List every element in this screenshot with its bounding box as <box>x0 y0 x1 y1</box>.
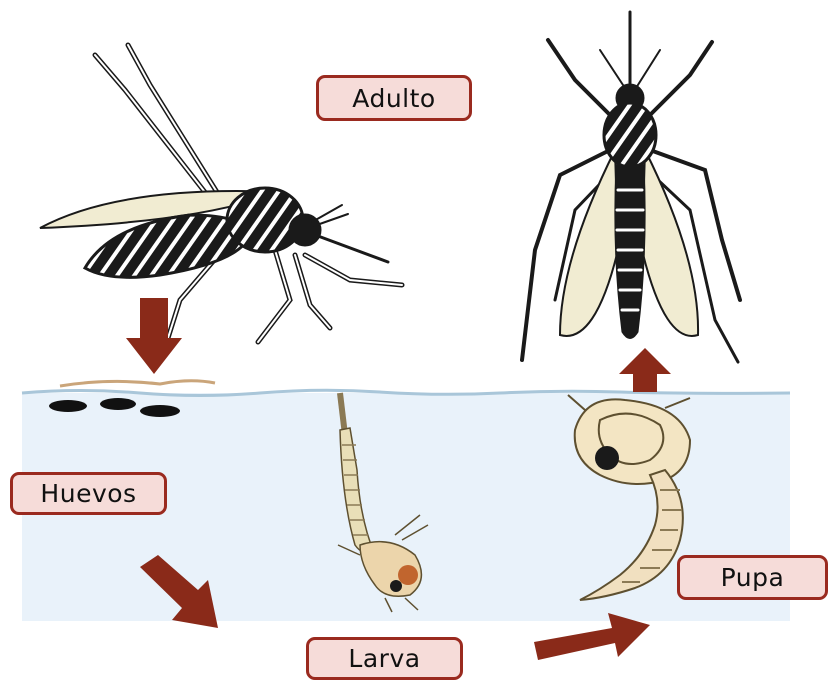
stage-label-huevos: Huevos <box>10 472 167 515</box>
egg-icon <box>100 398 136 410</box>
stage-label-larva: Larva <box>306 637 463 680</box>
egg-icon <box>49 400 87 412</box>
stage-label-pupa: Pupa <box>677 555 828 600</box>
egg-icon <box>140 405 180 417</box>
arrow-down-icon <box>126 298 182 374</box>
arrow-up-icon <box>619 348 671 392</box>
mosquito-top-icon <box>522 12 740 362</box>
stage-label-adulto: Adulto <box>316 75 472 121</box>
